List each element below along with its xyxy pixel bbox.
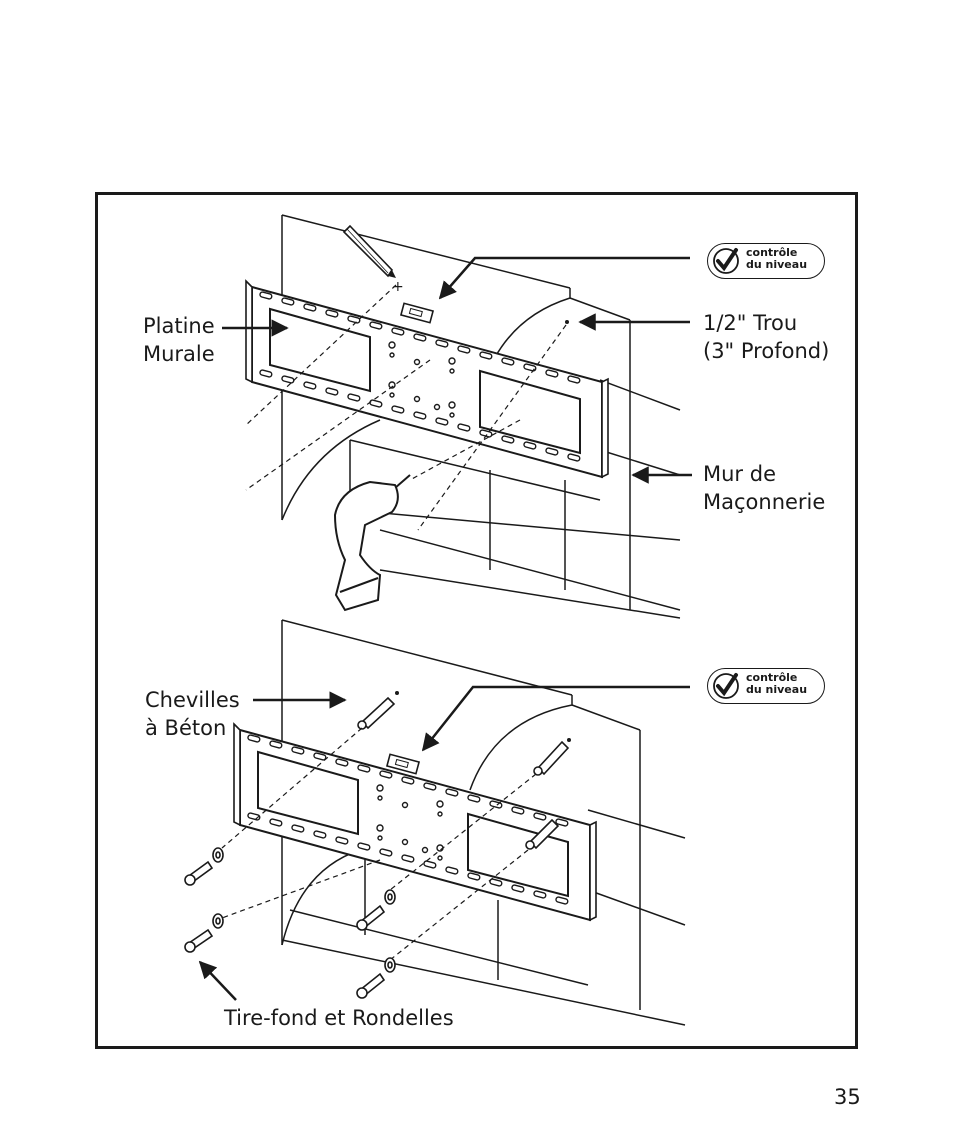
hole-label-line-2: (3" Profond) [703, 339, 830, 363]
level-check-text: contrôle du niveau [746, 672, 807, 696]
wall-plate-label: Platine Murale [143, 312, 215, 368]
drill-icon [333, 474, 411, 612]
level-check-badge-top: contrôle du niveau [707, 243, 825, 279]
anchors-label: Chevilles à Béton [145, 686, 240, 742]
page-number: 35 [834, 1085, 861, 1109]
level-check-text-line-2: du niveau [746, 258, 808, 271]
anchor-icon [357, 696, 570, 850]
illustration-frame [95, 192, 858, 1049]
lag-bolts-label: Tire-fond et Rondelles [224, 1006, 454, 1030]
level-check-text: contrôle du niveau [746, 247, 807, 271]
check-mark-icon [713, 673, 739, 699]
level-check-badge-bottom: contrôle du niveau [707, 668, 825, 704]
level-check-text-line-1: contrôle [746, 671, 798, 684]
bubble-level-icon [399, 302, 435, 324]
wall-plate-label-line-1: Platine [143, 314, 215, 338]
bottom-scene [184, 619, 690, 1026]
top-scene: + [222, 214, 692, 619]
anchors-label-line-1: Chevilles [145, 688, 240, 712]
washer-icon [212, 847, 396, 973]
wall-plate-label-line-2: Murale [143, 342, 215, 366]
level-check-text-line-2: du niveau [746, 683, 808, 696]
lag-bolt-icon [184, 860, 386, 999]
anchors-label-line-2: à Béton [145, 716, 227, 740]
bubble-level-icon [385, 753, 421, 775]
hole-label-line-1: 1/2" Trou [703, 311, 798, 335]
pencil-icon [342, 224, 396, 278]
masonry-wall-label: Mur de Maçonnerie [703, 460, 825, 516]
masonry-wall-label-line-1: Mur de [703, 462, 776, 486]
hole-label: 1/2" Trou (3" Profond) [703, 309, 829, 365]
check-mark-icon [713, 248, 739, 274]
masonry-wall-label-line-2: Maçonnerie [703, 490, 826, 514]
level-check-text-line-1: contrôle [746, 246, 798, 259]
svg-text:+: + [392, 279, 404, 295]
